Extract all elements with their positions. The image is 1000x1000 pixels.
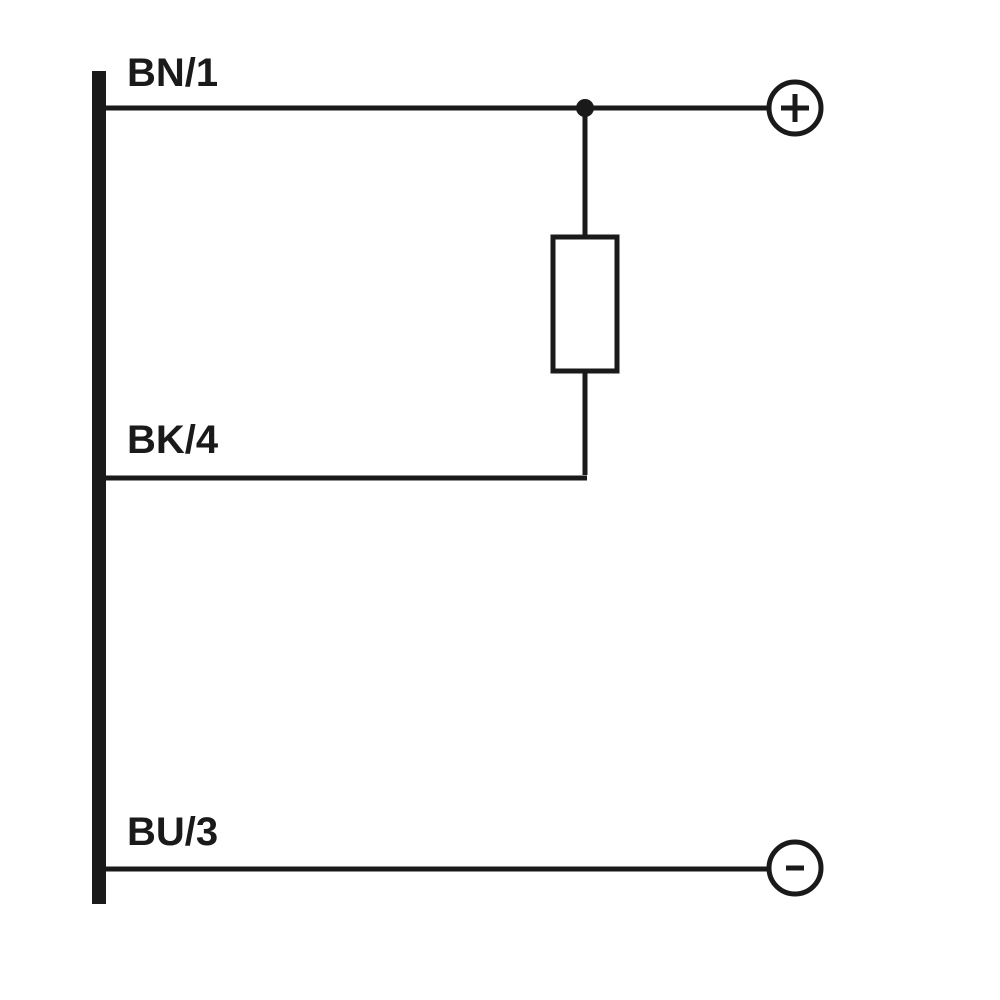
wire-label-bk4: BK/4	[127, 418, 219, 462]
sensor-body-bar	[92, 71, 106, 904]
load-resistor	[550, 234, 620, 374]
positive-terminal	[766, 79, 824, 137]
negative-terminal	[766, 839, 824, 897]
wire-label-bn1: BN/1	[127, 51, 218, 95]
wire-label-bu3: BU/3	[127, 810, 218, 854]
